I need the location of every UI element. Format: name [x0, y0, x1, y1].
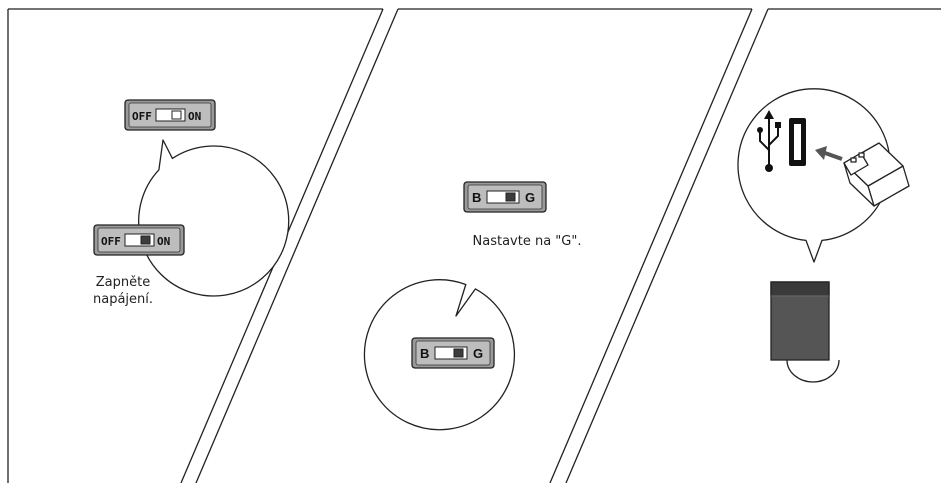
- power-switch-on: OFF ON: [93, 224, 185, 256]
- switch-off-label: OFF: [101, 235, 121, 248]
- switch-b-label: B: [420, 346, 429, 361]
- switch-off-label: OFF: [132, 110, 152, 123]
- power-caption-line2: napájení.: [92, 292, 154, 307]
- mode-caption: Nastavte na "G".: [472, 234, 582, 249]
- callout-bubble-power: [138, 139, 290, 297]
- usb-receiver-plug-icon: [770, 281, 840, 383]
- usb-icon: [757, 110, 781, 172]
- mode-switch-small: B G: [411, 337, 495, 369]
- power-switch-small: OFF ON: [124, 99, 216, 131]
- callout-bubble-usb: [737, 88, 891, 263]
- power-caption: Zapněte napájení.: [73, 274, 173, 308]
- arrow-left-icon: [815, 146, 843, 161]
- power-caption-line1: Zapněte: [95, 275, 151, 290]
- switch-g-label: G: [525, 190, 535, 205]
- switch-b-label: B: [472, 190, 481, 205]
- switch-on-label: ON: [188, 110, 201, 123]
- switch-g-label: G: [473, 346, 483, 361]
- mode-switch-set-g: B G: [463, 181, 547, 213]
- usb-port-icon: [789, 118, 806, 166]
- switch-on-label: ON: [157, 235, 170, 248]
- usb-receiver-icon: [843, 142, 910, 207]
